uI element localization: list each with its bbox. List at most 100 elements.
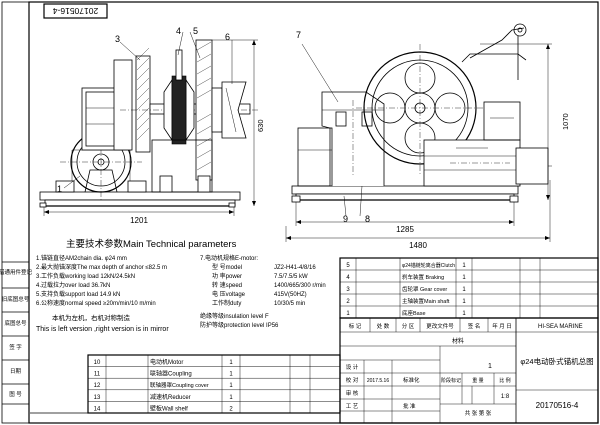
part-label-6: 6 [225, 32, 230, 42]
company-name: HI-SEA MARINE [538, 324, 583, 330]
bom-upper-qty: 1 [462, 299, 466, 305]
bom-upper-name: 主轴装置Main shaft [402, 297, 450, 305]
motor-value-1: JZ2-H41-4/8/16 [274, 265, 316, 271]
left-side-strip: 借通用件登记 旧底图总号 底图总号 签 字 日期 图 号 [0, 261, 32, 405]
scale-value: 1:8 [501, 394, 510, 400]
tb-header-signature: 签 名 [468, 322, 481, 330]
bom-upper-qty: 1 [462, 311, 466, 317]
front-view: 1201 630 3 4 5 6 1 [39, 26, 265, 225]
part-label-9: 9 [343, 214, 348, 224]
strip-label-2: 旧底图总号 [2, 295, 30, 303]
bom-upper-qty: 1 [462, 263, 466, 269]
bom-lower-qty: 1 [229, 372, 233, 378]
strip-label-3: 底图总号 [4, 319, 27, 327]
tb-header-zone: 分 区 [402, 322, 415, 330]
drawing-number-box: 20170516-4 [43, 3, 108, 19]
part-label-7: 7 [296, 30, 301, 40]
standardization-label: 标准化 [403, 376, 420, 384]
motor-label-2: 功 率power [212, 272, 242, 280]
bom-upper-no: 5 [346, 263, 350, 269]
bom-upper-name: 底座Base [402, 309, 426, 317]
bom-upper-qty: 1 [462, 287, 466, 293]
side-height-dimension: 1070 [561, 113, 570, 130]
weight-label: 重 量 [472, 377, 483, 384]
bom-upper-no: 2 [346, 299, 350, 305]
strip-label-5: 日期 [10, 368, 22, 375]
scale-label: 比 例 [499, 377, 510, 384]
motor-label-3: 转 速speed [212, 281, 242, 289]
side-view: 1285 1480 1070 7 8 9 [285, 23, 570, 250]
technical-parameters: 主要技术参数Main Technical parameters 1.锚链直径AM… [36, 238, 326, 333]
note-cn: 本机为左机，右机对称制造 [52, 313, 131, 322]
part-label-5: 5 [193, 26, 198, 36]
stage-label: 阶段标记 [441, 377, 461, 384]
product-name: φ24电动卧式锚机总图 [520, 356, 593, 366]
material-label: 材料 [452, 337, 464, 345]
quantity-value: 1 [488, 363, 492, 370]
bom-lower-name: 减速机Reducer [150, 393, 191, 401]
title-block-drawing-number: 20170516-4 [536, 401, 579, 410]
bom-upper-table: 5 φ24锚链轮离合器Clutch 1 4 刹车装置 Braking 1 3 齿… [339, 257, 599, 319]
bom-lower-no: 14 [94, 406, 101, 412]
param-line-4: 4.过载拉力over load 36.7kN [36, 281, 110, 289]
motor-title: 7.电动机规格E-motor: [200, 254, 258, 262]
part-label-4: 4 [176, 26, 181, 36]
motor-value-4: 415V(50HZ) [274, 292, 307, 298]
bom-upper-no: 4 [346, 275, 350, 281]
tb-header-mark: 标 记 [349, 322, 362, 330]
bom-lower-no: 11 [94, 372, 101, 378]
bom-lower-qty: 1 [229, 395, 233, 401]
part-label-8: 8 [365, 214, 370, 224]
insulation-level: 绝缘等级insulation level F [200, 312, 269, 320]
tb-header-change-doc: 更改文件号 [426, 322, 454, 330]
drawing-number-rotated: 20170516-4 [53, 6, 99, 16]
params-title: 主要技术参数Main Technical parameters [66, 238, 237, 250]
designer-row-design: 设 计 [346, 363, 359, 371]
bom-lower-no: 12 [94, 383, 101, 389]
strip-label-1: 借通用件登记 [0, 268, 32, 276]
bom-lower-table: 10 电动机Motor 1 11 联轴器Coupling 1 12 联轴器罩Co… [30, 354, 341, 414]
bom-upper-no: 1 [346, 311, 350, 317]
param-line-6: 6.公称速度normal speed ≥20m/min/10 m/min [36, 299, 156, 307]
motor-label-4: 电 压voltage [212, 290, 246, 298]
part-label-1: 1 [57, 184, 62, 194]
bom-lower-qty: 1 [229, 383, 233, 389]
motor-value-3: 1400/665/300 r/min [274, 283, 326, 289]
approve-label: 批 准 [403, 402, 416, 410]
param-line-1: 1.锚链直径AM2chain dia. φ24 mm [36, 254, 127, 262]
motor-label-1: 型 号model [212, 263, 242, 271]
bom-upper-no: 3 [346, 287, 350, 293]
tb-header-date: 年 月 日 [492, 322, 512, 330]
front-width-dimension: 1201 [130, 216, 148, 225]
note-en: This is left version ,right version is i… [36, 326, 169, 333]
sheet-count: 共 张 第 张 [465, 409, 492, 417]
bom-upper-name: φ24锚链轮离合器Clutch [402, 262, 455, 269]
strip-label-4: 签 字 [9, 343, 22, 351]
param-line-2: 2.最大抛锚深度The max depth of anchor ≤82.5 m [36, 263, 167, 271]
designer-row-check: 校 对 [346, 376, 359, 384]
front-height-dimension: 630 [256, 119, 265, 132]
bom-lower-no: 13 [94, 395, 101, 401]
param-line-5: 5.支持负载support load 14.9 kN [36, 290, 120, 298]
side-overall-dimension: 1480 [409, 241, 427, 250]
bom-lower-name: 联轴器罩Coupling cover [150, 381, 209, 389]
side-inner-dimension: 1285 [396, 225, 414, 234]
designer-row-process: 工 艺 [346, 403, 359, 410]
design-date: 2017.5.16 [367, 378, 389, 384]
motor-label-5: 工作制duty [212, 299, 241, 307]
part-label-3: 3 [115, 34, 120, 44]
bom-lower-name: 电动机Motor [150, 358, 183, 366]
tb-header-count: 处 数 [377, 322, 390, 330]
motor-value-2: 7.5/7.5/5 kW [274, 274, 308, 280]
bom-lower-no: 10 [94, 360, 101, 366]
motor-value-5: 10/30/5 min [274, 301, 305, 307]
param-line-3: 3.工作负载working load 12kN/24.5kN [36, 272, 135, 280]
bom-upper-name: 刹车装置 Braking [402, 273, 444, 281]
bom-lower-name: 壁板Wall shelf [150, 404, 188, 412]
bom-upper-name: 齿轮罩 Gear cover [402, 285, 447, 293]
designer-row-review: 审 核 [346, 389, 359, 397]
title-block: 标 记 处 数 分 区 更改文件号 签 名 年 月 日 HI-SEA MARIN… [339, 317, 599, 424]
strip-label-6: 图 号 [9, 390, 22, 398]
